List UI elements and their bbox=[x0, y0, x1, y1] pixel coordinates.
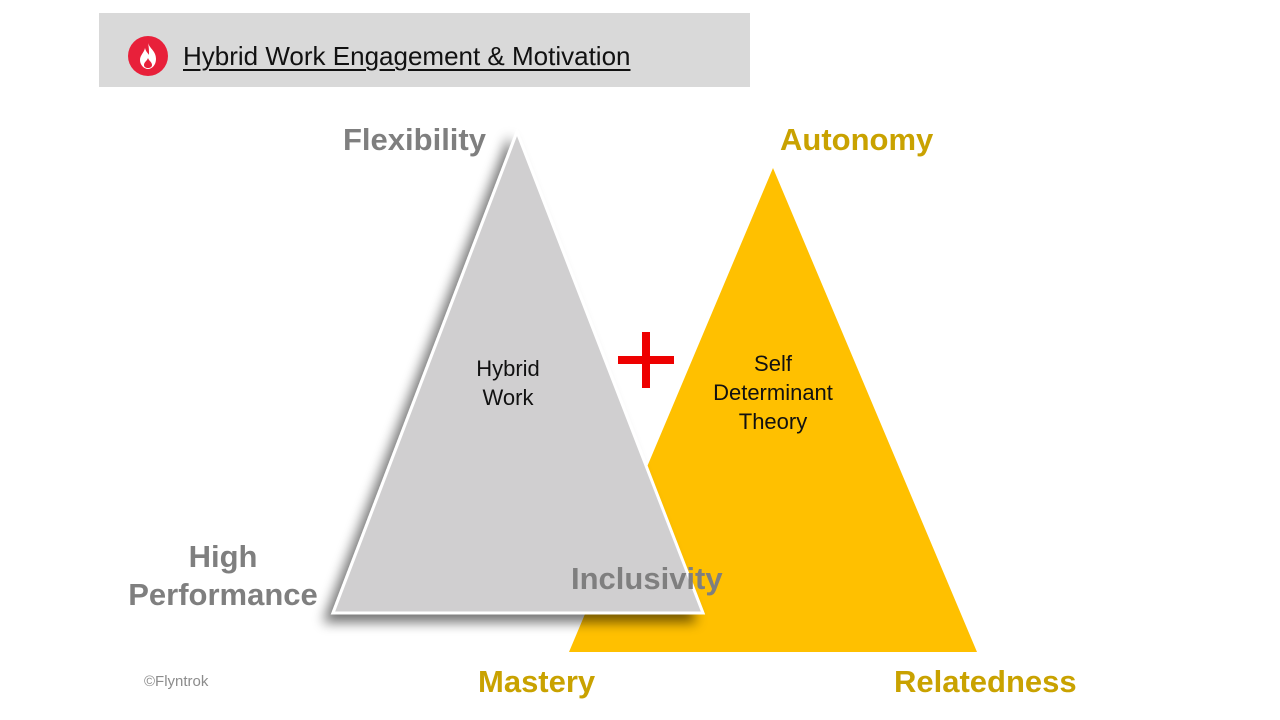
sdt-line-3: Theory bbox=[738, 409, 808, 434]
sdt-label: Self Determinant Theory bbox=[692, 349, 854, 436]
hybrid-work-line-2: Work bbox=[482, 385, 534, 410]
hybrid-work-triangle bbox=[330, 127, 706, 615]
copyright-text: ©Flyntrok bbox=[144, 673, 209, 690]
relatedness-label: Relatedness bbox=[894, 664, 1077, 699]
title-bar: Hybrid Work Engagement & Motivation bbox=[99, 13, 750, 87]
high-performance-line-2: Performance bbox=[128, 577, 318, 612]
flame-icon bbox=[128, 36, 168, 76]
high-performance-label: High Performance bbox=[122, 538, 324, 614]
sdt-line-1: Self bbox=[754, 351, 792, 376]
sdt-line-2: Determinant bbox=[713, 380, 833, 405]
hybrid-work-label: Hybrid Work bbox=[458, 354, 558, 412]
hybrid-work-line-1: Hybrid bbox=[476, 356, 540, 381]
high-performance-line-1: High bbox=[188, 539, 258, 574]
autonomy-label: Autonomy bbox=[780, 122, 934, 157]
flexibility-label: Flexibility bbox=[343, 122, 486, 157]
inclusivity-label: Inclusivity bbox=[571, 561, 723, 596]
plus-icon bbox=[618, 332, 674, 388]
mastery-label: Mastery bbox=[478, 664, 596, 699]
page-title: Hybrid Work Engagement & Motivation bbox=[183, 41, 631, 71]
